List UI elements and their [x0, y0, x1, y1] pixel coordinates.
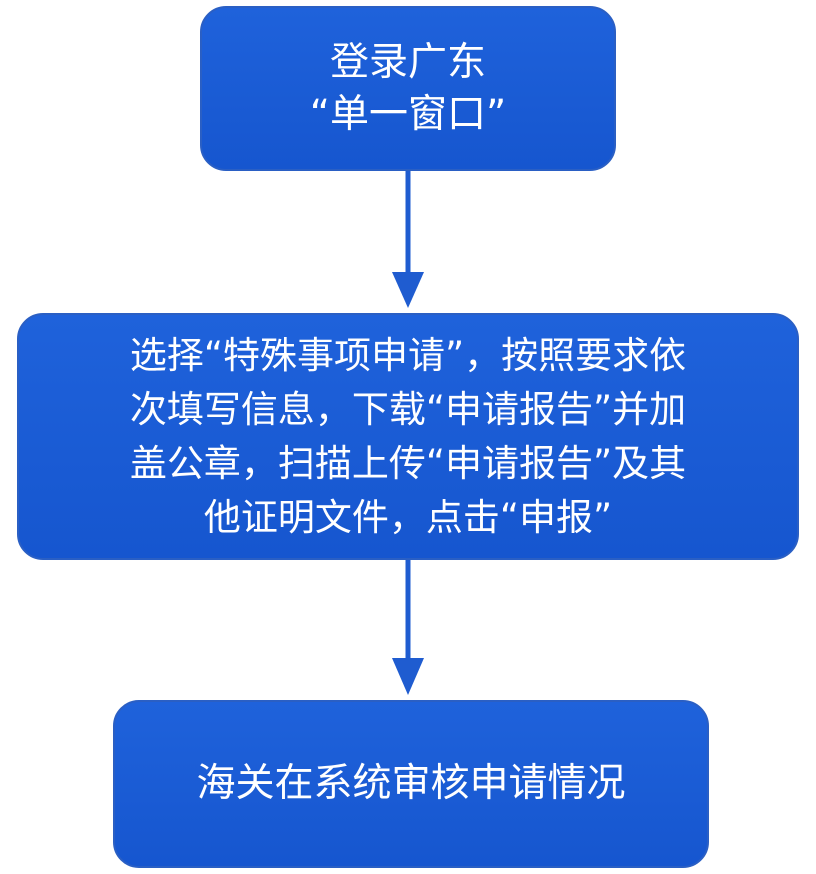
- step-review-text: 海关在系统审核申请情况: [196, 758, 625, 810]
- step-apply-line-4: 他证明文件，点击“申报”: [203, 495, 613, 539]
- arrow-1-head-icon: [392, 272, 424, 308]
- step-login-text: 登录广东 “单一窗口”: [310, 37, 506, 141]
- arrow-2-head-icon: [392, 658, 424, 695]
- arrow-1-to-2: [392, 171, 424, 308]
- step-apply-box: 选择“特殊事项申请”，按照要求依 次填写信息，下载“申请报告”并加 盖公章，扫描…: [17, 313, 799, 560]
- step-apply-line-2: 次填写信息，下载“申请报告”并加: [129, 387, 687, 431]
- step-apply-line-3: 盖公章，扫描上传“申请报告”及其: [129, 441, 687, 485]
- step-apply-line-1: 选择“特殊事项申请”，按照要求依: [129, 333, 687, 377]
- step-login-line-1: 登录广东: [329, 39, 486, 85]
- step-review-line-1: 海关在系统审核申请情况: [196, 761, 626, 806]
- step-apply-text: 选择“特殊事项申请”，按照要求依 次填写信息，下载“申请报告”并加 盖公章，扫描…: [130, 329, 686, 545]
- arrow-2-to-3: [392, 560, 424, 695]
- step-review-box: 海关在系统审核申请情况: [113, 700, 709, 868]
- step-login-box: 登录广东 “单一窗口”: [200, 6, 616, 171]
- step-login-line-2: “单一窗口”: [309, 91, 507, 137]
